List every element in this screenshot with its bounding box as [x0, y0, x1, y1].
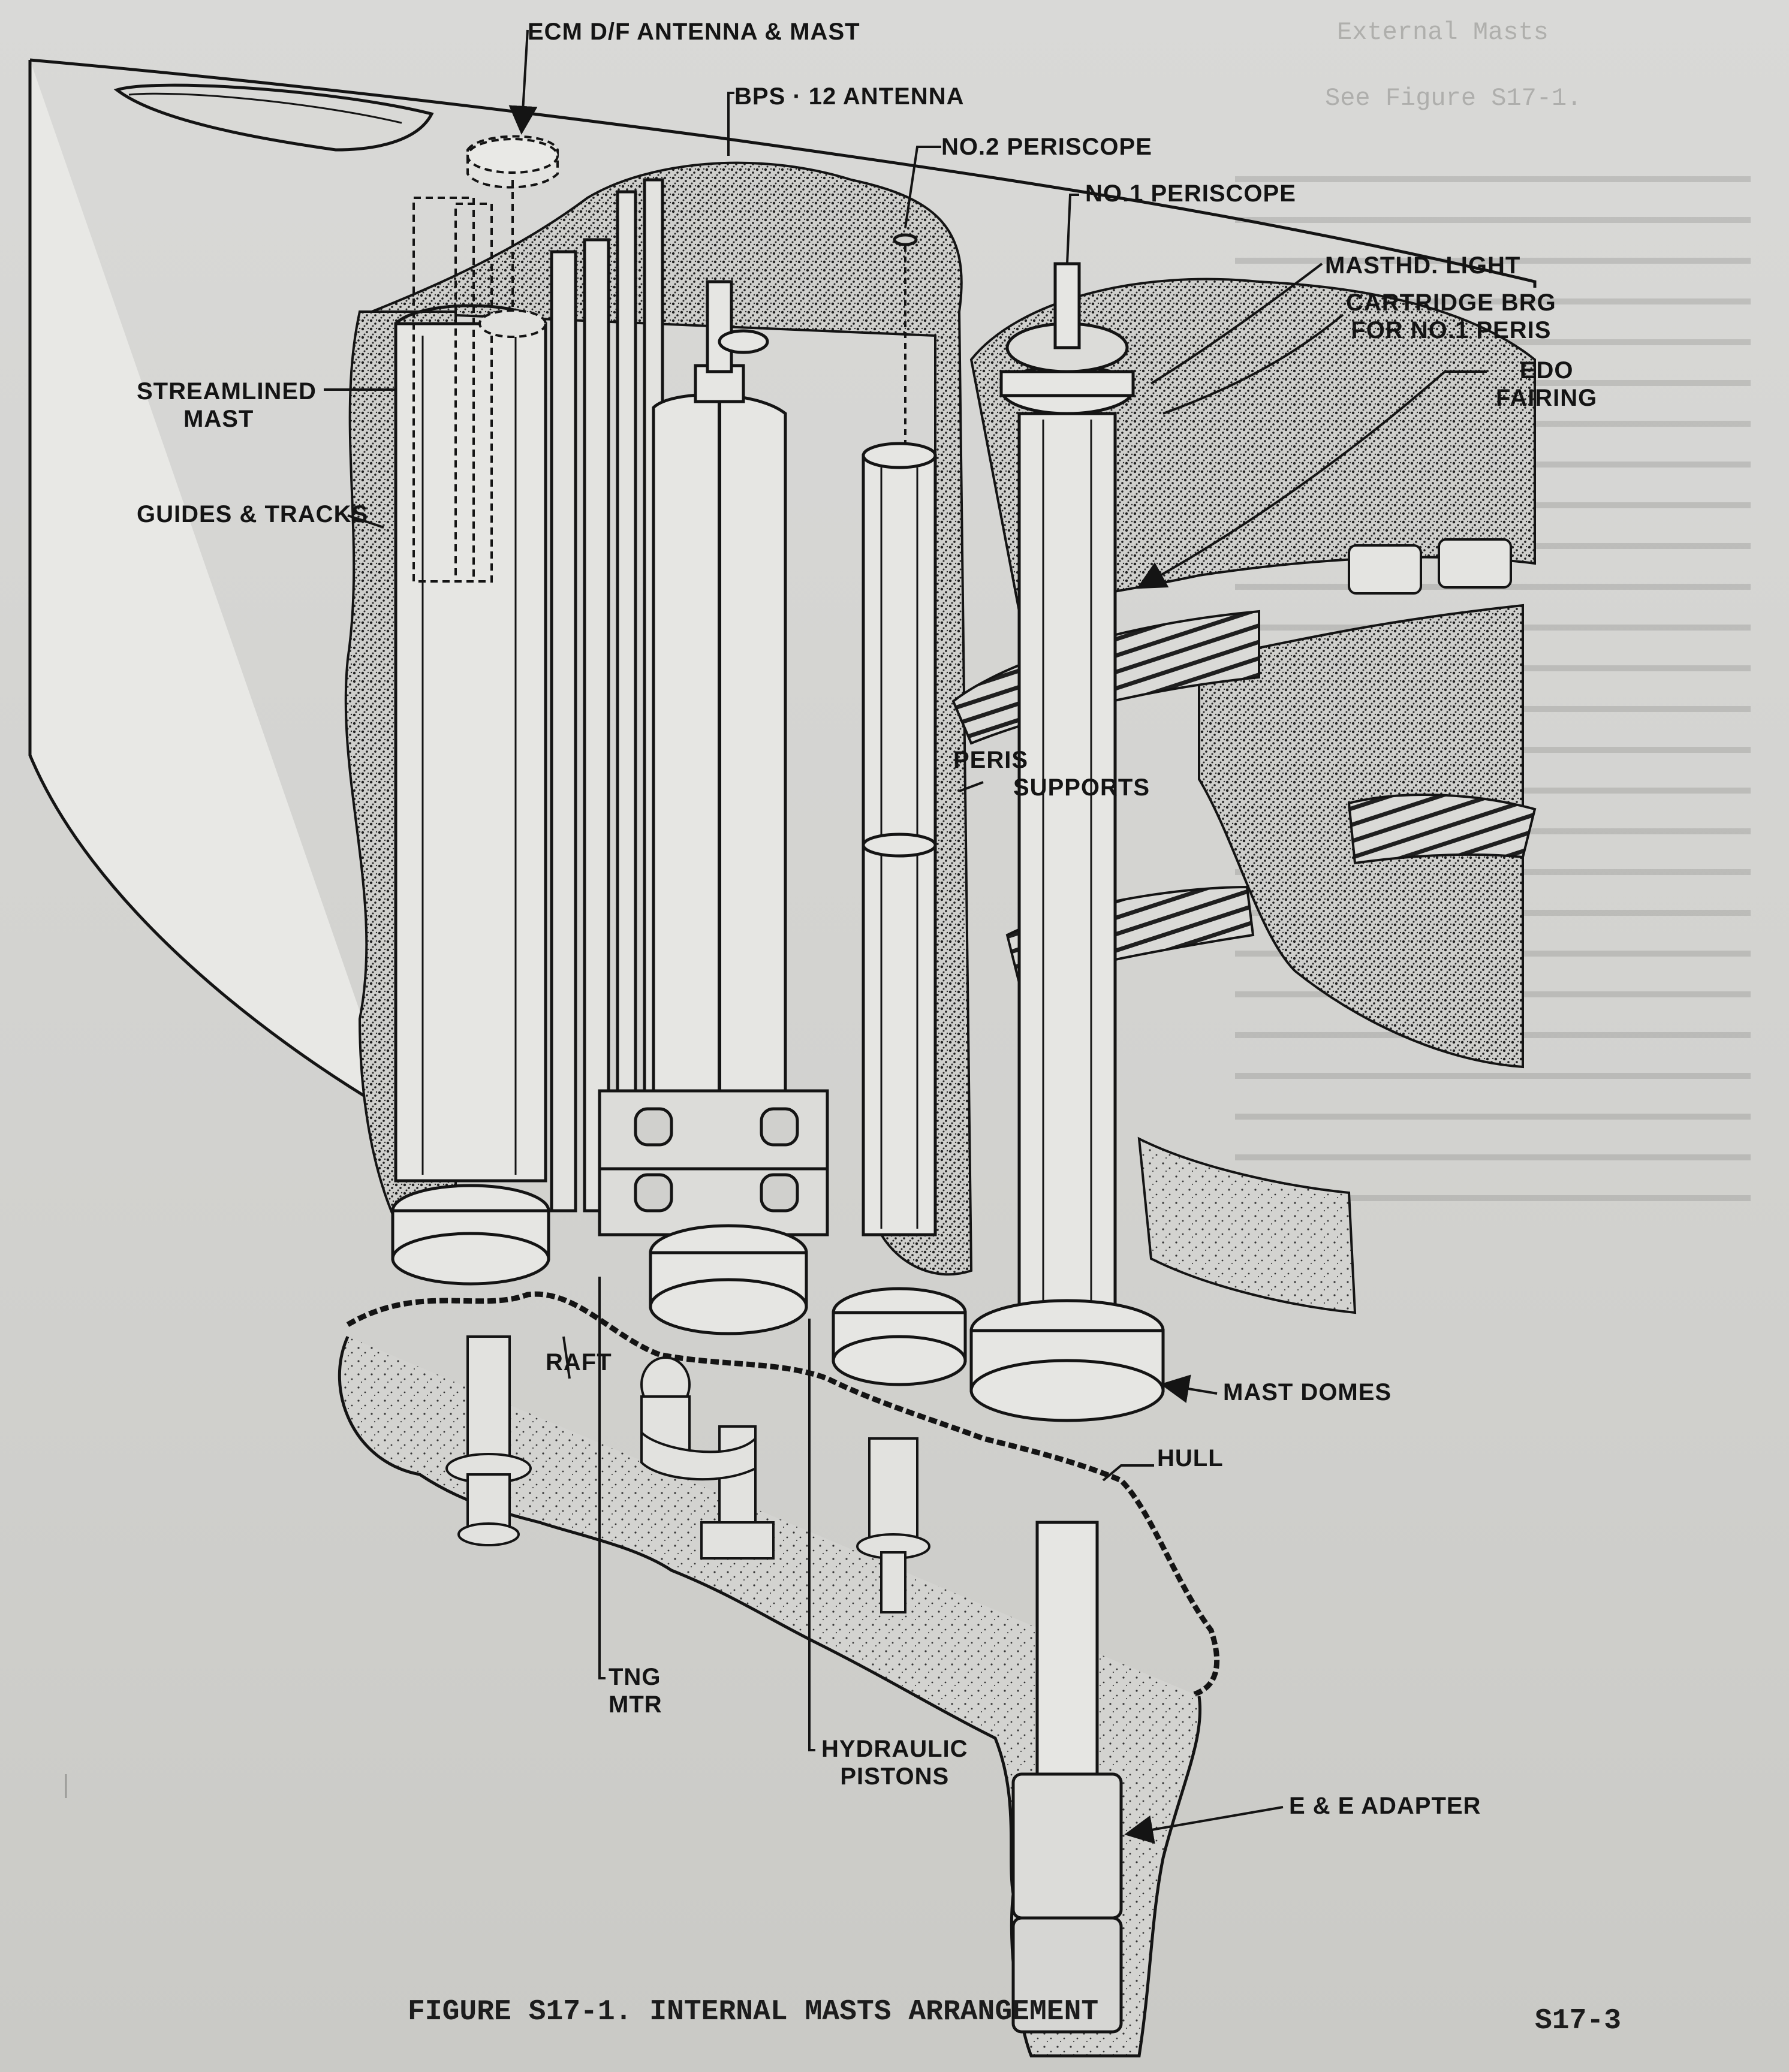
streamlined-mast	[391, 304, 550, 1286]
label-cartridge-brg: CARTRIDGE BRG FOR NO.1 PERIS	[1346, 289, 1556, 344]
label-hydraulic-pistons: HYDRAULIC PISTONS	[821, 1735, 968, 1790]
label-peris-supports-line2: SUPPORTS	[1013, 774, 1150, 801]
label-tng-mtr-line2: MTR	[609, 1691, 662, 1718]
label-hydraulic-pistons-line2: PISTONS	[840, 1763, 950, 1790]
label-bps12-antenna: BPS · 12 ANTENNA	[734, 83, 965, 110]
label-edo-fairing-line1: EDO	[1519, 357, 1574, 384]
figure-caption: FIGURE S17-1. INTERNAL MASTS ARRANGEMENT	[408, 1996, 1099, 2028]
label-peris-supports: PERIS SUPPORTS	[953, 746, 1150, 801]
bleed-through-see-figure: See Figure S17-1.	[1325, 84, 1582, 113]
label-hydraulic-pistons-line1: HYDRAULIC	[821, 1736, 968, 1762]
label-mast-domes: MAST DOMES	[1223, 1379, 1392, 1406]
label-edo-fairing: EDO FAIRING	[1496, 357, 1597, 412]
label-edo-fairing-line2: FAIRING	[1496, 385, 1598, 411]
no2-periscope-mast	[832, 233, 967, 1386]
label-masthead-light: MASTHD. LIGHT	[1325, 252, 1521, 279]
ecm-df-mast	[412, 135, 559, 583]
label-guides-tracks: GUIDES & TRACKS	[137, 501, 369, 527]
hydraulic-pistons	[445, 1335, 930, 1613]
label-tng-mtr: TNG MTR	[609, 1663, 662, 1718]
label-streamlined-mast: STREAMLINED MAST	[137, 378, 317, 433]
label-hull: HULL	[1157, 1445, 1224, 1471]
label-no1-periscope: NO.1 PERISCOPE	[1085, 180, 1296, 207]
label-raft: RAFT	[546, 1349, 612, 1376]
label-cartridge-brg-line1: CARTRIDGE BRG	[1346, 289, 1556, 316]
bps12-mast	[598, 280, 829, 1335]
bleed-through-header: External Masts	[1337, 18, 1549, 47]
no1-periscope-mast	[969, 262, 1165, 2034]
label-peris-supports-line1: PERIS	[953, 747, 1029, 773]
label-tng-mtr-line1: TNG	[609, 1664, 661, 1690]
training-motor	[640, 1356, 757, 1481]
label-no2-periscope: NO.2 PERISCOPE	[941, 134, 1152, 160]
label-ee-adapter: E & E ADAPTER	[1289, 1793, 1481, 1819]
guides-and-tracks	[550, 178, 664, 1213]
label-streamlined-mast-line2: MAST	[183, 406, 254, 432]
label-streamlined-mast-line1: STREAMLINED	[137, 378, 317, 405]
page-number: S17-3	[1535, 2005, 1622, 2037]
sail-fairing	[28, 58, 1537, 1139]
label-cartridge-brg-line2: FOR NO.1 PERIS	[1351, 317, 1552, 343]
callout-leaders	[324, 29, 1487, 1844]
label-ecm-df-antenna-mast: ECM D/F ANTENNA & MAST	[528, 19, 860, 45]
